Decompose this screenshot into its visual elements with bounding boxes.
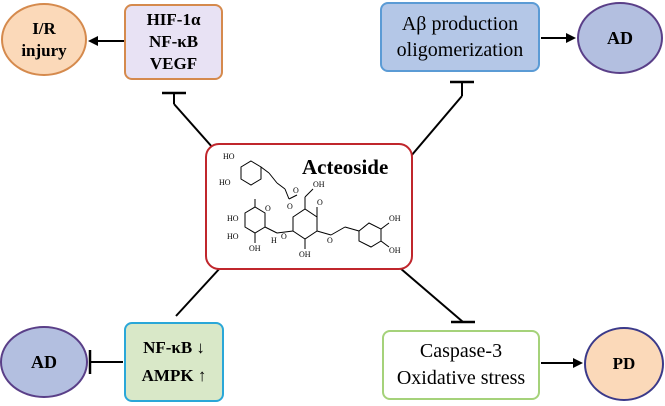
acteoside-title: Acteoside	[302, 155, 389, 179]
molecule-atom-o-3: O	[265, 204, 271, 213]
molecule-atom-oh-4: OH	[389, 214, 401, 223]
molecule-atom-o-4: O	[281, 232, 287, 241]
molecule-atom-ho-4: HO	[227, 232, 239, 241]
molecule-atom-oh-2: OH	[249, 244, 261, 253]
arrow-to-ad-top	[566, 33, 576, 43]
nfkb-row: NF-κB ↓	[143, 334, 205, 362]
arrow-to-pd	[573, 358, 583, 368]
caspase-oxidative-box: Caspase-3 Oxidative stress	[382, 330, 540, 400]
oligomerization-label: oligomerization	[396, 39, 524, 61]
ad-top-label: AD	[607, 27, 633, 48]
nfkb-label: NF-κB	[148, 32, 199, 51]
acteoside-center-box: Acteoside	[205, 143, 413, 270]
molecule-atom-o-1: O	[293, 186, 299, 195]
hif-nfkb-vegf-box: HIF-1α NF-κB VEGF	[124, 4, 223, 80]
ampk-row: AMPK ↑	[142, 362, 207, 390]
ir-injury-line2: injury	[21, 40, 67, 60]
molecule-atom-h: H	[271, 236, 277, 245]
ir-injury-line1: I/R	[32, 18, 56, 38]
up-arrow-icon: ↑	[197, 366, 207, 385]
nfkb-bottom-label: NF-κB	[143, 338, 193, 357]
ampk-label: AMPK	[141, 366, 194, 385]
molecule-atom-oh-5: OH	[389, 246, 401, 255]
ad-top-node: AD	[577, 2, 663, 74]
acteoside-structure-icon: HO HO O O OH O HO HO OH O O O OH OH OH H	[219, 152, 401, 259]
abeta-production-box: Aβ production oligomerization	[380, 2, 540, 72]
nfkb-ampk-box: NF-κB ↓ AMPK ↑	[124, 322, 224, 402]
ad-bottom-node: AD	[0, 326, 88, 398]
oxidative-stress-label: Oxidative stress	[396, 367, 526, 389]
ir-injury-node: I/R injury	[1, 3, 87, 76]
ad-bottom-label: AD	[31, 351, 57, 372]
molecule-atom-oh-3: OH	[299, 250, 311, 259]
pd-label: PD	[612, 354, 636, 373]
caspase3-label: Caspase-3	[419, 340, 503, 362]
molecule-atom-o-2: O	[287, 202, 293, 211]
molecule-atom-o-5: O	[317, 198, 323, 207]
hif1a-label: HIF-1α	[146, 10, 201, 29]
abeta-production-label: Aβ production	[401, 13, 519, 35]
molecule-atom-ho-1: HO	[223, 152, 235, 161]
molecule-atom-ho-2: HO	[219, 178, 231, 187]
pd-node: PD	[584, 327, 664, 401]
molecule-atom-ho-3: HO	[227, 214, 239, 223]
arrow-to-ir-injury	[88, 36, 98, 46]
vegf-label: VEGF	[149, 54, 198, 73]
molecule-atom-oh-1: OH	[313, 180, 325, 189]
molecule-atom-o-6: O	[327, 236, 333, 245]
down-arrow-icon: ↓	[196, 338, 205, 357]
